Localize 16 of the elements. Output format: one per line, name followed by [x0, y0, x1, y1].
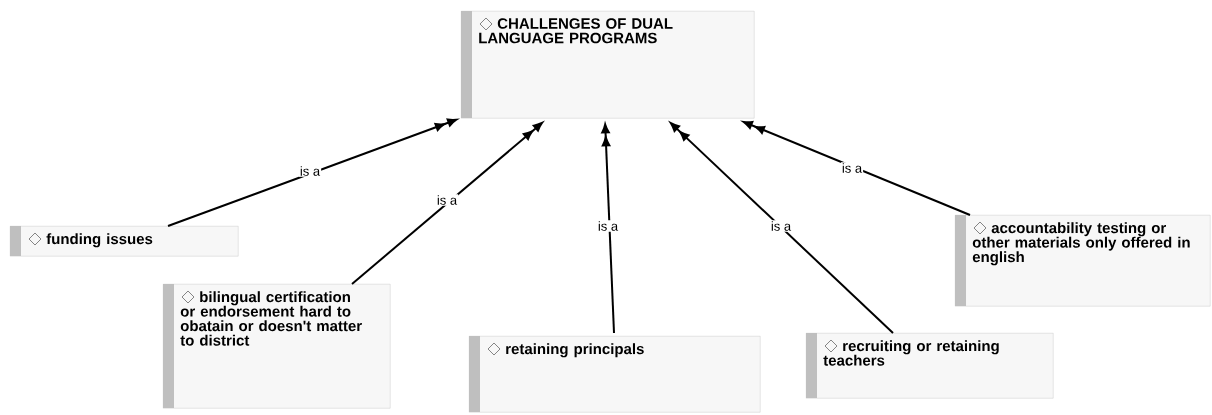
- edge-label: is a: [596, 220, 620, 232]
- arrow: [742, 120, 971, 216]
- concept-box: accountability testing or other materials only offered in english: [955, 215, 1211, 307]
- concept-box: retaining principals: [469, 336, 761, 413]
- concept-box: recruiting or retaining teachers: [806, 333, 1054, 399]
- edge-label: is a: [435, 194, 459, 206]
- arrow: [669, 122, 894, 334]
- arrow: [601, 123, 615, 334]
- edge-label: is a: [769, 220, 793, 232]
- concept-box: bilingual certification or endorsement hard to obatain or doesn't matter to district: [163, 284, 391, 409]
- edge-label: is a: [298, 165, 322, 177]
- concept-box: CHALLENGES OF DUAL LANGUAGE PROGRAMS: [461, 11, 755, 119]
- edge-label: is a: [840, 162, 864, 174]
- arrow: [351, 122, 543, 285]
- concept-box: funding issues: [10, 226, 239, 257]
- arrow: [167, 118, 458, 227]
